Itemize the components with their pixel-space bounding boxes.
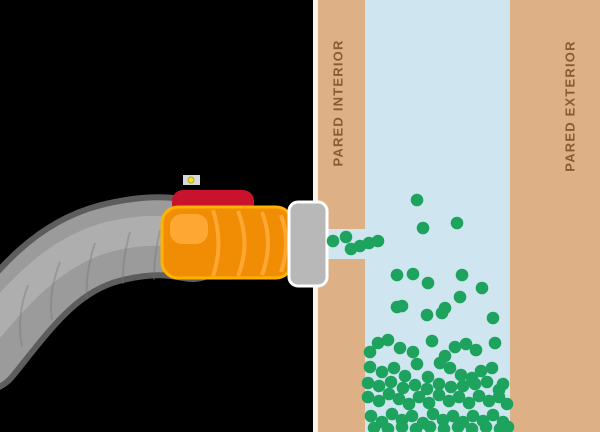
spark-dot-icon [187,176,195,184]
insulation-bead [405,409,419,423]
insulation-bead [448,340,462,354]
insulation-bead [453,290,467,304]
insulation-bead [393,341,407,355]
insulation-bead [437,422,451,432]
insulation-bead [425,334,439,348]
insulation-bead [462,396,476,410]
insulation-bead [456,379,470,393]
insulation-bead [479,420,493,432]
insulation-bead [420,308,434,322]
insulation-bead [371,336,385,350]
insulation-bead [387,361,401,375]
exterior-wall-panel [510,0,600,432]
insulation-bead [500,397,514,411]
insulation-bead [409,422,423,432]
gun-seam-line [236,210,247,277]
insulation-bead [472,389,486,403]
insulation-bead [326,234,340,248]
insulation-bead [364,409,378,423]
gun-body-highlight [170,214,208,244]
insulation-bead [410,193,424,207]
insulation-bead [416,221,430,235]
insulation-bead [372,394,386,408]
insulation-bead [371,234,385,248]
insulation-bead [486,311,500,325]
insulation-bead [432,377,446,391]
insulation-bead [395,420,409,432]
wall-mounting-plate [287,200,329,288]
insulation-bead [390,268,404,282]
insulation-bead [455,268,469,282]
insulation-bead [363,345,377,359]
insulation-bead [465,422,479,432]
insulation-bead [361,390,375,404]
insulation-bead [381,333,395,347]
insulation-bead [398,369,412,383]
insulation-bead [375,365,389,379]
insulation-bead [363,360,377,374]
insulation-bead [408,378,422,392]
interior-wall-label: PARED INTERIOR [330,39,346,167]
hose-crease-line [121,231,131,285]
insulation-bead [432,388,446,402]
insulation-bead [442,394,456,408]
hose-crease-line [19,284,29,348]
insulation-bead [446,409,460,423]
insulation-bead [486,408,500,422]
insulation-bead [451,420,465,432]
insulation-bead [450,216,464,230]
insulation-bead [443,361,457,375]
gun-seam-line [279,214,288,273]
insulation-bead [452,390,466,404]
insulation-bead [402,397,416,411]
insulation-bead [482,394,496,408]
insulation-bead [469,343,483,357]
insulation-bead [410,357,424,371]
insulation-bead [412,390,426,404]
hose-crease-line [50,261,61,321]
insulation-bead [381,422,395,432]
insulation-bead [466,409,480,423]
insulation-bead [390,300,404,314]
spark-indicator [183,175,200,185]
insulation-bead [468,377,482,391]
hose-crease-line [153,229,161,281]
gun-seam-line [211,209,221,277]
hose-crease-line [85,242,96,300]
insulation-bead [382,387,396,401]
insulation-bead [485,361,499,375]
insulation-bead [406,345,420,359]
insulation-bead [392,392,406,406]
gun-seam-line [260,211,270,276]
insulation-bead [426,407,440,421]
insulation-bead [488,336,502,350]
insulation-bead [454,368,468,382]
injection-gun-icon [160,190,303,280]
insulation-bead [384,375,398,389]
insulation-bead [420,382,434,396]
insulation-bead [421,276,435,290]
insulation-bead [422,396,436,410]
insulation-bead [361,376,375,390]
insulation-bead [475,281,489,295]
insulation-bead [480,375,494,389]
insulation-bead [459,337,473,351]
insulation-bead [433,356,447,370]
insulation-bead [339,230,353,244]
channel-beads-layer [326,230,385,256]
insulation-bead [474,364,488,378]
insulation-bead [435,306,449,320]
exterior-wall-label: PARED EXTERIOR [562,40,578,172]
insulation-bead [444,380,458,394]
insulation-bead [406,267,420,281]
insulation-bead [423,420,437,432]
insulation-bead [501,420,515,432]
insulation-bead [367,421,381,432]
insulation-beads-layer [361,193,515,432]
insulation-bead [372,379,386,393]
insulation-bead [396,381,410,395]
insulation-bead [385,407,399,421]
insulation-bead [421,370,435,384]
